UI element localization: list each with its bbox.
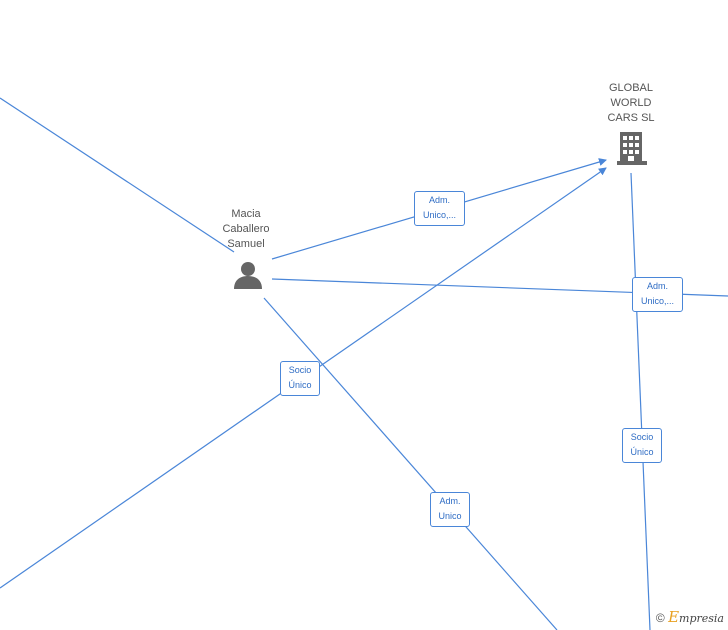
company-name[interactable]: GLOBAL WORLD CARS SL <box>596 81 666 126</box>
edge-label-line: Unico,... <box>640 296 674 306</box>
edge-label-adm-2[interactable]: Adm. Unico,... <box>632 277 683 312</box>
edge-label-line: Socio <box>630 432 654 442</box>
edge-left-to-person <box>0 97 235 253</box>
copyright-symbol: © <box>655 611 665 625</box>
edge-company-to-bottom <box>630 172 651 630</box>
person-name-line-1: Macia <box>231 208 261 220</box>
building-icon <box>617 132 647 165</box>
footer-brand: © Empresia <box>656 608 724 626</box>
edge-label-line: Unico <box>438 511 462 521</box>
edge-label-adm-1[interactable]: Adm. Unico,... <box>414 191 465 226</box>
company-name-line-3: CARS SL <box>607 112 655 124</box>
company-name-line-2: WORLD <box>610 97 652 109</box>
person-icon <box>234 262 262 289</box>
person-name-line-2: Caballero <box>222 223 270 235</box>
company-name-line-1: GLOBAL <box>608 82 654 94</box>
edge-label-socio-1[interactable]: Socio Único <box>280 361 320 396</box>
person-name-line-3: Samuel <box>227 238 265 250</box>
edge-label-adm-3[interactable]: Adm. Unico <box>430 492 470 527</box>
edge-label-line: Adm. <box>439 496 461 506</box>
edge-label-line: Socio <box>288 365 312 375</box>
brand-logo-text: mpresia <box>679 612 724 625</box>
edge-label-line: Adm. <box>646 281 668 291</box>
edge-label-line: Único <box>288 380 312 390</box>
edge-label-socio-2[interactable]: Socio Único <box>622 428 662 463</box>
person-name[interactable]: Macia Caballero Samuel <box>211 207 281 252</box>
edge-label-line: Unico,... <box>422 210 456 220</box>
brand-logo-e: E <box>668 608 680 626</box>
edge-label-line: Único <box>630 447 654 457</box>
edge-person-to-bottom <box>263 297 558 630</box>
edge-label-line: Adm. <box>428 195 450 205</box>
